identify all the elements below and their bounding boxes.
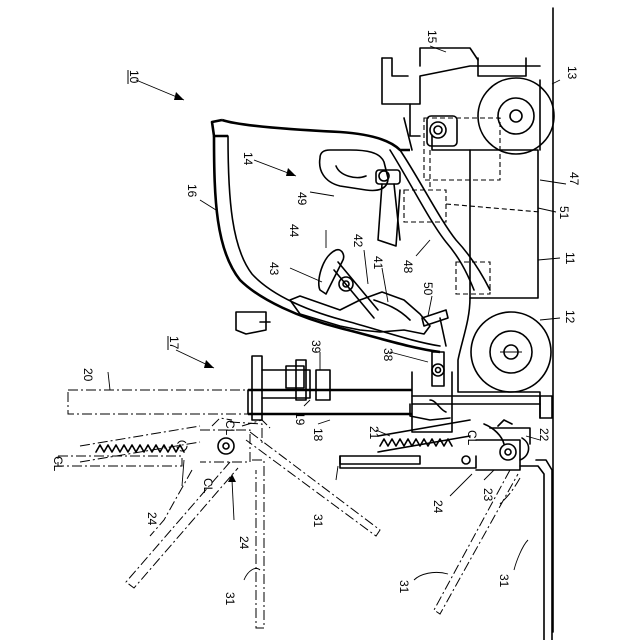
label-24-upper-left: 24 [145, 512, 159, 526]
label-21: 21 [367, 426, 381, 440]
label-31-mid: 31 [311, 514, 325, 528]
label-48: 48 [401, 260, 415, 274]
reference-numerals: 10 15 13 14 16 49 47 51 44 42 48 11 43 4… [51, 30, 581, 606]
label-44: 44 [287, 224, 301, 238]
label-23: 23 [481, 488, 495, 502]
label-47: 47 [567, 172, 581, 186]
label-17: 17 [167, 336, 181, 350]
label-51: 51 [557, 206, 571, 220]
label-CL-upper-2: CL [201, 478, 215, 494]
label-CL-upper-1: CL [51, 456, 65, 472]
label-16: 16 [185, 184, 199, 198]
label-CL-lower-1: CL [465, 430, 479, 446]
rear-wheel [478, 78, 554, 154]
label-41: 41 [371, 256, 385, 270]
label-49: 49 [295, 192, 309, 206]
label-42: 42 [351, 234, 365, 248]
label-19: 19 [293, 412, 307, 426]
vehicle-body [382, 48, 540, 418]
upper-forks-phantom [126, 420, 380, 628]
label-31-upper: 31 [223, 592, 237, 606]
label-15: 15 [425, 30, 439, 44]
raised-mast-phantom [68, 390, 248, 414]
leader-lines [108, 46, 566, 580]
label-24-upper-right: 24 [237, 536, 251, 550]
pedal [422, 310, 448, 346]
label-12: 12 [563, 310, 577, 324]
steering-wheel [319, 250, 378, 318]
tilt-cylinder [432, 352, 444, 386]
label-50: 50 [421, 282, 435, 296]
label-38: 38 [381, 348, 395, 362]
label-43: 43 [267, 262, 281, 276]
label-24-lower: 24 [431, 500, 445, 514]
label-13: 13 [565, 66, 579, 80]
label-18: 18 [311, 428, 325, 442]
label-CL-upper-3: CL [223, 420, 237, 436]
lower-fork-phantom [434, 470, 520, 614]
lower-fork [520, 460, 552, 640]
label-20: 20 [81, 368, 95, 382]
label-39: 39 [309, 340, 323, 354]
label-14: 14 [241, 152, 255, 166]
label-31-lower-phantom: 31 [397, 580, 411, 594]
front-wheel [471, 312, 551, 392]
label-31-lower: 31 [497, 574, 511, 588]
label-10: 10 [127, 70, 141, 84]
label-22: 22 [537, 428, 551, 442]
label-11: 11 [563, 252, 577, 265]
operator-seat [320, 150, 400, 246]
hidden-components [404, 118, 540, 294]
